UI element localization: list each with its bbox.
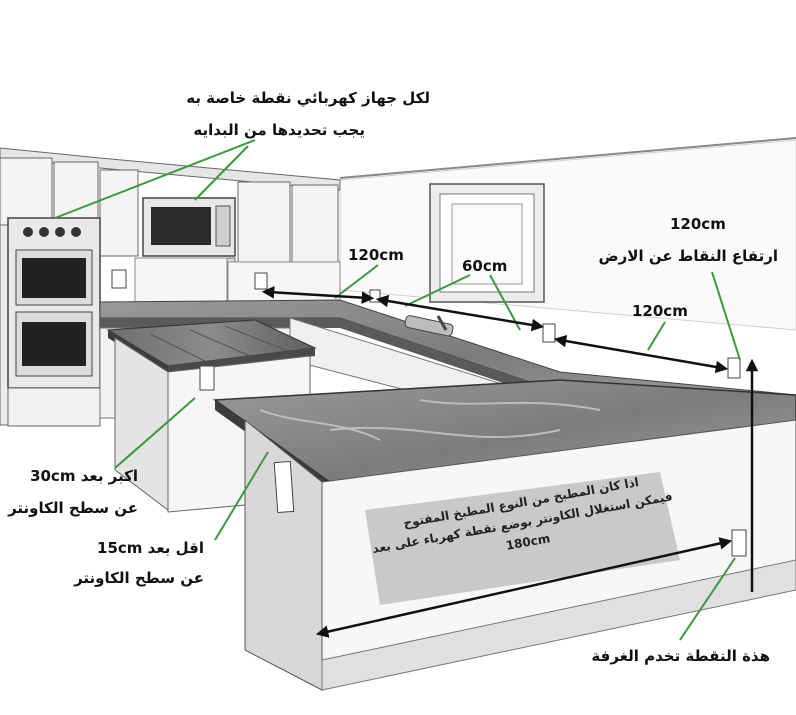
top-note-line1: لكل جهاز كهربائي نقطة خاصة به — [186, 89, 430, 107]
below-15-line1: اقل بعد 15cm — [97, 539, 204, 557]
small-island — [106, 319, 317, 513]
upper-cabinets — [0, 147, 341, 264]
above-30-line2: عن سطح الكاونتر — [8, 499, 138, 517]
dimension-120-height: 120cm — [670, 215, 726, 233]
dimension-120-right: 120cm — [632, 302, 688, 320]
back-wall — [339, 137, 796, 331]
kitchen-window — [429, 183, 545, 303]
dimension-120-left: 120cm — [348, 246, 404, 264]
above-30-line1: اكبر بعد 30cm — [30, 467, 138, 485]
room-outlet-note: هذة النقطة تخدم الغرفة — [591, 647, 770, 665]
wall-oven — [0, 217, 101, 427]
below-15-line2: عن سطح الكاونتر — [74, 569, 204, 587]
dimension-60: 60cm — [462, 257, 508, 275]
height-note: ارتفاع النقاط عن الارض — [598, 247, 778, 265]
top-note-line2: يجب تحديدها من البدايه — [193, 121, 365, 139]
dimension-arrows — [261, 286, 759, 638]
